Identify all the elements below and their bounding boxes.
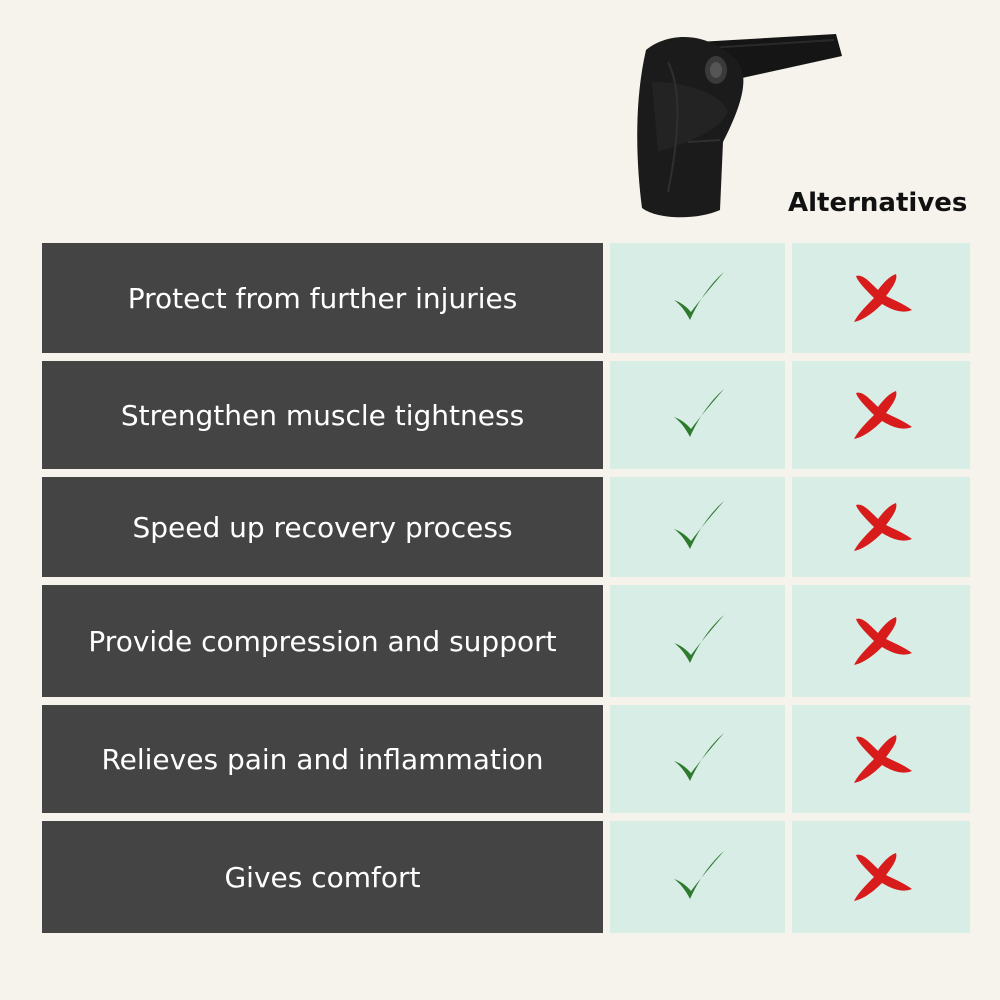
check-icon: [673, 733, 724, 781]
alternatives-header: Alternatives: [788, 188, 968, 218]
table-row: Relieves pain and inflammation: [42, 705, 970, 813]
cross-icon: [854, 853, 912, 901]
cross-icon: [854, 735, 912, 783]
product-image: [628, 22, 848, 222]
table-row: Protect from further injuries: [42, 243, 970, 353]
feature-label: Provide compression and support: [42, 585, 603, 697]
alternatives-mark-cell: [792, 821, 970, 933]
feature-label: Protect from further injuries: [42, 243, 603, 353]
check-icon: [673, 389, 724, 437]
cross-icon: [854, 274, 912, 322]
cross-icon: [854, 503, 912, 551]
feature-label: Gives comfort: [42, 821, 603, 933]
feature-label: Strengthen muscle tightness: [42, 361, 603, 469]
table-row: Strengthen muscle tightness: [42, 361, 970, 469]
cross-icon: [854, 391, 912, 439]
product-mark-cell: [610, 585, 785, 697]
check-icon: [673, 501, 724, 549]
table-row: Provide compression and support: [42, 585, 970, 697]
cross-icon: [854, 617, 912, 665]
check-icon: [673, 272, 724, 320]
product-mark-cell: [610, 361, 785, 469]
product-mark-cell: [610, 477, 785, 577]
alternatives-mark-cell: [792, 585, 970, 697]
alternatives-mark-cell: [792, 477, 970, 577]
product-mark-cell: [610, 821, 785, 933]
table-row: Gives comfort: [42, 821, 970, 933]
alternatives-mark-cell: [792, 361, 970, 469]
table-row: Speed up recovery process: [42, 477, 970, 577]
feature-label: Relieves pain and inflammation: [42, 705, 603, 813]
product-mark-cell: [610, 243, 785, 353]
feature-label: Speed up recovery process: [42, 477, 603, 577]
alternatives-mark-cell: [792, 705, 970, 813]
check-icon: [673, 615, 724, 663]
shoulder-brace-icon: [637, 34, 842, 218]
product-mark-cell: [610, 705, 785, 813]
alternatives-mark-cell: [792, 243, 970, 353]
check-icon: [673, 851, 724, 899]
